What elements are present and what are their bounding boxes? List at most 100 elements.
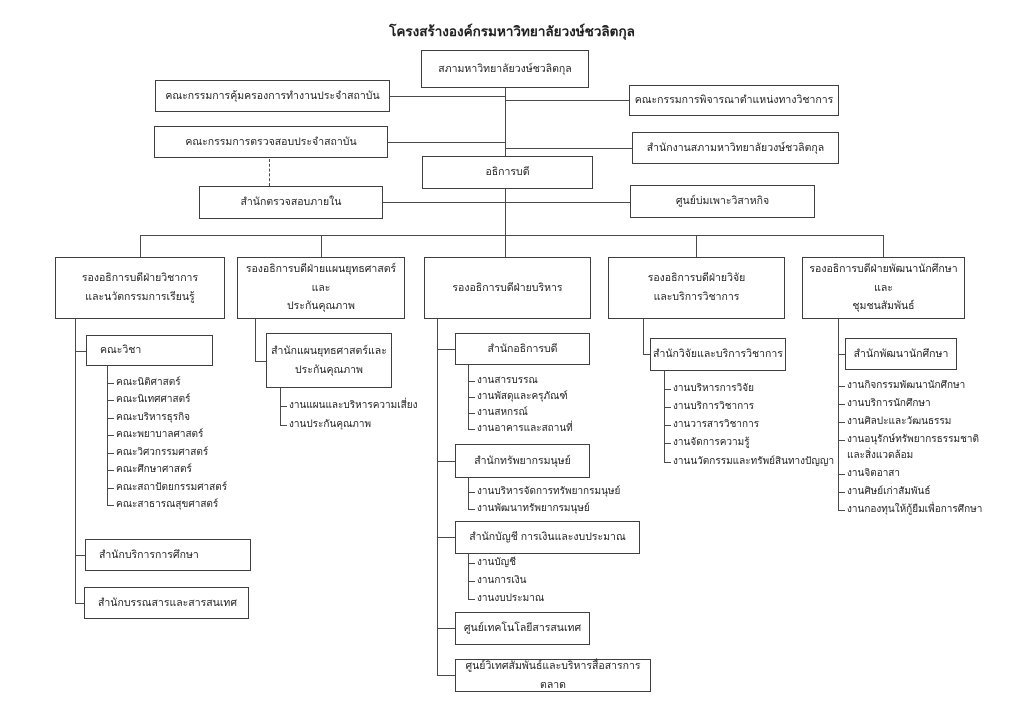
- spine-col1: [75, 319, 76, 603]
- research-office-label: สำนักวิจัยและบริการวิชาการ: [653, 348, 783, 361]
- box-president-office: สำนักอธิการบดี: [455, 333, 590, 365]
- box-internal-audit-office: สำนักตรวจสอบภายใน: [199, 186, 383, 219]
- work-item-continuation: และสิ่งแวดล้อม: [847, 450, 914, 461]
- strategy-qa-office-line1: สำนักแผนยุทธศาสตร์และ: [271, 344, 387, 357]
- work-item: งานจิตอาสา: [837, 468, 901, 479]
- box-education-service-office: สำนักบริการการศึกษา: [85, 539, 251, 571]
- work-item: งานพัฒนาทรัพยากรมนุษย์: [468, 503, 590, 514]
- work-item: งานอนุรักษ์ทรัพยากรธรรมชาติ: [838, 434, 979, 445]
- spine-col5: [838, 319, 839, 510]
- connector-incubator: [505, 202, 630, 203]
- connector-drop-deputy-3: [505, 235, 506, 257]
- spine-col2: [255, 319, 256, 361]
- spine-col4: [643, 319, 644, 354]
- president-label: อธิการบดี: [485, 166, 530, 179]
- work-item: งานศิษย์เก่าสัมพันธ์: [837, 486, 931, 497]
- work-item: งานบริหารจัดการทรัพยากรมนุษย์: [467, 486, 621, 497]
- work-item: งานพัสดุและครุภัณฑ์: [468, 391, 568, 402]
- box-hr-office: สำนักทรัพยากรมนุษย์: [455, 444, 590, 478]
- box-deputy-academic: รองอธิการบดีฝ่ายวิชาการ และนวัตกรรมการเร…: [55, 257, 225, 319]
- work-item: งานบัญชี: [468, 557, 516, 568]
- connector-council-president: [505, 88, 506, 156]
- stub-research-office: [643, 354, 650, 355]
- connector-audit-committee: [388, 142, 505, 143]
- deputy-academic-line2: และนวัตกรรมการเรียนรู้: [85, 291, 195, 303]
- box-intl-marketing-center: ศูนย์วิเทศสัมพันธ์และบริหารสื่อสารการตลา…: [455, 659, 651, 692]
- stub-strategy-office: [255, 361, 266, 362]
- work-item: งานกิจกรรมพัฒนานักศึกษา: [837, 380, 966, 391]
- hr-office-label: สำนักทรัพยากรมนุษย์: [474, 454, 571, 467]
- spine-col3: [437, 319, 438, 675]
- subspine-research-office: [664, 371, 665, 462]
- stub-finance-office: [437, 537, 455, 538]
- deputy-academic-line1: รองอธิการบดีฝ่ายวิชาการ: [81, 272, 199, 285]
- box-library-information-office: สำนักบรรณสารและสารสนเทศ: [84, 587, 249, 619]
- connector-drop-deputy-1: [140, 235, 141, 257]
- academic-division-label: คณะวิชา: [100, 344, 142, 357]
- work-item: งานงบประมาณ: [467, 593, 545, 604]
- stub-academic-division: [75, 351, 86, 352]
- box-audit-committee: คณะกรรมการตรวจสอบประจำสถาบัน: [154, 126, 388, 158]
- stub-it-center: [437, 628, 455, 629]
- connector-distribution: [140, 235, 883, 236]
- work-item: งานบริการนักศึกษา: [838, 398, 931, 409]
- faculty-item: คณะวิศวกรรมศาสตร์: [106, 447, 209, 458]
- audit-committee-label: คณะกรรมการตรวจสอบประจำสถาบัน: [185, 135, 357, 148]
- connector-internal-audit: [383, 202, 505, 203]
- stub-intl-marketing-center: [437, 675, 455, 676]
- internal-audit-office-label: สำนักตรวจสอบภายใน: [240, 196, 342, 209]
- faculty-item: คณะสถาปัตยกรรมศาสตร์: [106, 482, 228, 493]
- deputy-research-line2: และบริการวิชาการ: [653, 291, 740, 303]
- box-deputy-strategy: รองอธิการบดีฝ่ายแผนยุทธศาสตร์และ ประกันค…: [237, 257, 405, 319]
- finance-office-label: สำนักบัญชี การเงินและงบประมาณ: [469, 531, 626, 544]
- box-finance-office: สำนักบัญชี การเงินและงบประมาณ: [455, 521, 640, 554]
- stub-student-dev-office: [838, 354, 845, 355]
- connector-drop-deputy-2: [321, 235, 322, 257]
- student-dev-office-label: สำนักพัฒนานักศึกษา: [853, 347, 949, 360]
- faculty-item: คณะพยาบาลศาสตร์: [106, 429, 204, 440]
- subspine-finance-office: [468, 554, 469, 599]
- faculty-item: คณะนิติศาสตร์: [107, 377, 181, 388]
- box-deputy-administration: รองอธิการบดีฝ่ายบริหาร: [424, 257, 591, 319]
- work-item: งานแผนและบริหารความเสี่ยง: [280, 400, 418, 411]
- box-academic-division: คณะวิชา: [86, 335, 213, 366]
- library-information-office-label: สำนักบรรณสารและสารสนเทศ: [98, 596, 238, 609]
- connector-labor-committee: [390, 96, 505, 97]
- box-strategy-qa-office: สำนักแผนยุทธศาสตร์และ ประกันคุณภาพ: [266, 333, 392, 388]
- connector-council-office: [505, 148, 632, 149]
- box-labor-protection-committee: คณะกรรมการคุ้มครองการทำงานประจำสถาบัน: [155, 80, 390, 112]
- work-item: งานกองทุนให้กู้ยืมเพื่อการศึกษา: [837, 504, 983, 515]
- box-council-office: สำนักงานสภามหาวิทยาลัยวงษ์ชวลิตกุล: [632, 132, 839, 164]
- box-academic-position-committee: คณะกรรมการพิจารณาตำแหน่งทางวิชาการ: [629, 85, 839, 116]
- stub-president-office: [437, 349, 455, 350]
- box-deputy-student-affairs: รองอธิการบดีฝ่ายพัฒนานักศึกษาและ ชุมชนสั…: [802, 257, 965, 319]
- work-item: งานนวัตกรรมและทรัพย์สินทางปัญญา: [663, 456, 835, 467]
- faculty-item: คณะนิเทศศาสตร์: [106, 394, 191, 405]
- box-research-office: สำนักวิจัยและบริการวิชาการ: [650, 338, 786, 371]
- box-student-dev-office: สำนักพัฒนานักศึกษา: [845, 338, 957, 370]
- connector-drop-deputy-4: [696, 235, 697, 257]
- academic-position-committee-label: คณะกรรมการพิจารณาตำแหน่งทางวิชาการ: [634, 94, 834, 107]
- deputy-student-affairs-line1: รองอธิการบดีฝ่ายพัฒนานักศึกษาและ: [809, 262, 958, 294]
- work-item: งานสหกรณ์: [468, 407, 528, 418]
- box-university-council: สภามหาวิทยาลัยวงษ์ชวลิตกุล: [421, 50, 589, 88]
- box-incubator-center: ศูนย์บ่มเพาะวิสาหกิจ: [630, 185, 815, 218]
- connector-academic-position-committee: [505, 100, 629, 101]
- intl-marketing-center-label: ศูนย์วิเทศสัมพันธ์และบริหารสื่อสารการตลา…: [465, 659, 641, 691]
- work-item: งานจัดการความรู้: [664, 437, 750, 448]
- education-service-office-label: สำนักบริการการศึกษา: [99, 548, 199, 561]
- president-office-label: สำนักอธิการบดี: [487, 342, 558, 355]
- university-council-label: สภามหาวิทยาลัยวงษ์ชวลิตกุล: [438, 62, 572, 75]
- box-deputy-research: รองอธิการบดีฝ่ายวิจัย และบริการวิชาการ: [608, 257, 785, 319]
- council-office-label: สำนักงานสภามหาวิทยาลัยวงษ์ชวลิตกุล: [646, 141, 825, 154]
- connector-dashed-audit: [269, 159, 270, 186]
- stub-education-service: [75, 555, 85, 556]
- stub-hr-office: [437, 461, 455, 462]
- labor-protection-committee-label: คณะกรรมการคุ้มครองการทำงานประจำสถาบัน: [165, 89, 380, 102]
- deputy-research-line1: รองอธิการบดีฝ่ายวิจัย: [647, 272, 746, 285]
- page-title: โครงสร้างองค์กรมหาวิทยาลัยวงษ์ชวลิตกุล: [389, 24, 635, 39]
- work-item: งานอาคารและสถานที่: [468, 423, 573, 434]
- work-item: งานการเงิน: [468, 575, 527, 586]
- faculty-item: คณะสาธารณสุขศาสตร์: [106, 499, 219, 510]
